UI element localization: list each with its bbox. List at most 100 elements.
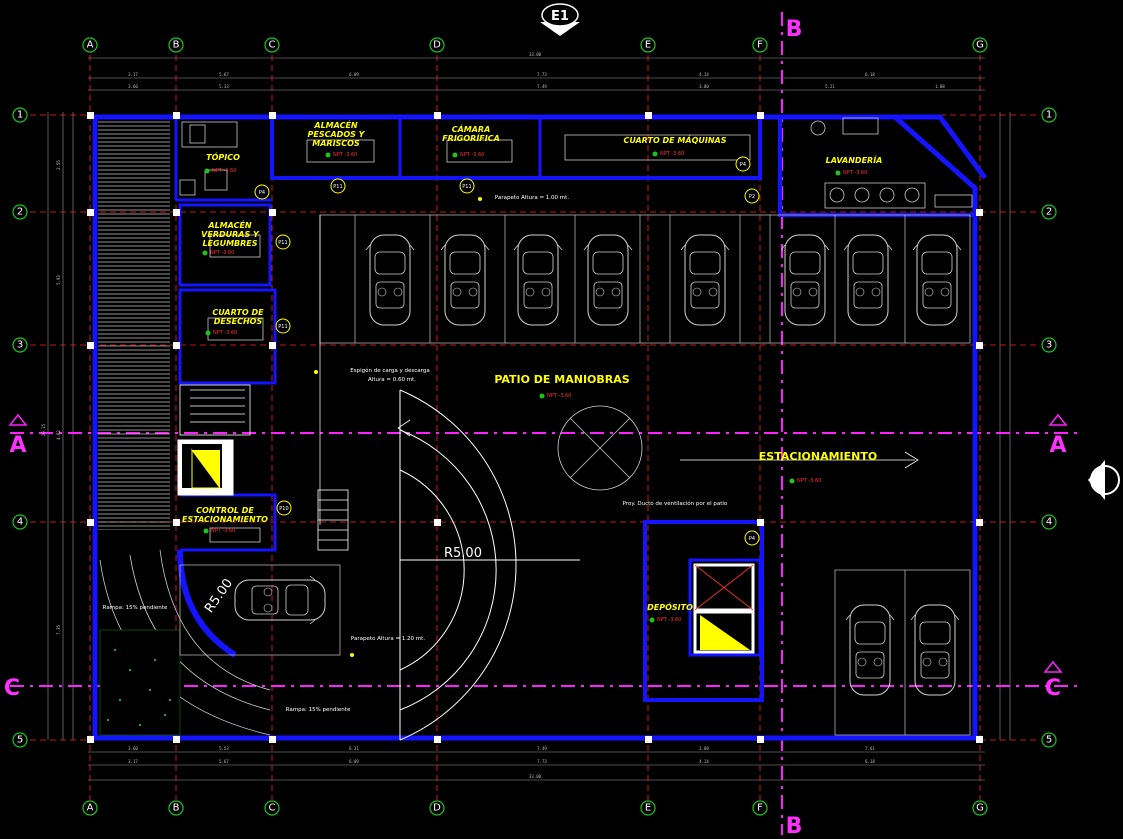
dim-text: 7.49: [537, 746, 547, 751]
level-label: NPT -3.60: [843, 170, 867, 176]
dim-text: 3.60: [128, 84, 138, 89]
dim-text: 5.53: [219, 746, 229, 751]
dim-text: 5.21: [825, 84, 835, 89]
door-tag: P4: [749, 536, 755, 542]
dim-text: 7.35: [56, 625, 61, 635]
dim-text: 6.18: [865, 72, 875, 77]
dim-text: 5.93: [56, 275, 61, 285]
dim-text: 5.67: [219, 72, 229, 77]
note-parapeto-top: Parapeto Altura = 1.00 mt.: [495, 195, 569, 201]
grid-label-3-left: 3: [17, 340, 23, 351]
radius-label-ramp: R5.00: [202, 576, 236, 616]
grid-label-B-bottom: B: [173, 803, 180, 814]
grid-bubbles-bottom: [82, 800, 988, 816]
level-label: NPT -3.60: [213, 330, 237, 336]
section-label-C-right: C: [1045, 676, 1061, 701]
dimension-texts: 33.00 3.17 5.67 6.09 7.73 4.14 6.18 3.60…: [41, 52, 945, 779]
level-label: NPT -3.60: [333, 152, 357, 158]
grid-label-C-top: C: [269, 40, 276, 51]
grid-label-4-right: 4: [1046, 517, 1052, 528]
dim-text: 1.88: [935, 84, 945, 89]
room-deposito: DEPÓSITO: [647, 601, 693, 612]
grid-label-D-top: D: [433, 40, 441, 51]
door-tag: P10: [279, 506, 288, 512]
level-label: NPT -3.60: [547, 393, 571, 399]
note-espigon-altura: Altura = 0.60 mt.: [368, 377, 416, 383]
section-label-B-bottom: B: [786, 814, 803, 839]
grid-label-A-bottom: A: [87, 803, 94, 814]
room-estacionamiento: ESTACIONAMIENTO: [759, 450, 877, 463]
section-label-C-left: C: [4, 676, 20, 701]
grid-label-G-bottom: G: [976, 803, 984, 814]
grid-label-2-left: 2: [17, 207, 23, 218]
level-label: NPT -3.60: [657, 617, 681, 623]
room-patio-maniobras: PATIO DE MANIOBRAS: [494, 373, 629, 386]
dim-text: 3.17: [128, 72, 138, 77]
section-label-B-top: B: [786, 17, 803, 42]
dim-text: 3.60: [128, 746, 138, 751]
dim-text: 6.18: [865, 759, 875, 764]
dim-text: 7.73: [537, 72, 547, 77]
dim-text: 33.00: [529, 52, 542, 57]
structural-columns: [87, 112, 983, 743]
dim-text: 6.09: [349, 72, 359, 77]
door-tags: P4 P11 P11 P4 P2 P11 P11 P10 P4: [254, 156, 760, 546]
grid-label-2-right: 2: [1046, 207, 1052, 218]
dim-text: 4.14: [699, 72, 709, 77]
grid-bubbles-top: [82, 37, 988, 53]
door-tag: P11: [462, 184, 471, 190]
grid-label-G-top: G: [976, 40, 984, 51]
planting-area: [99, 629, 181, 736]
section-label-A-left: A: [9, 433, 26, 458]
room-lavanderia: LAVANDERÍA: [826, 154, 883, 165]
grid-label-4-left: 4: [17, 517, 23, 528]
ramp-hatch: [98, 120, 170, 530]
dim-text: 2.55: [56, 160, 61, 170]
grid-bubbles-left: [12, 107, 28, 748]
note-parapeto-bottom: Parapeto Altura = 1.20 mt.: [351, 636, 425, 642]
grid-label-1-right: 1: [1046, 110, 1052, 121]
grid-label-3-right: 3: [1046, 340, 1052, 351]
section-markers: A A C C B B: [4, 17, 1068, 839]
grid-label-B-top: B: [173, 40, 180, 51]
level-label: NPT -3.60: [460, 152, 484, 158]
ventilation-duct: [557, 405, 643, 491]
level-label: NPT -3.60: [211, 528, 235, 534]
stairs: [179, 384, 349, 551]
dim-text: 7.49: [537, 84, 547, 89]
grid-label-F-top: F: [757, 40, 763, 51]
north-arrow-icon: [1088, 460, 1120, 500]
fixtures: [179, 117, 973, 543]
turning-arcs: [319, 215, 580, 741]
dim-text: 6.09: [349, 759, 359, 764]
dim-text: 4.82: [56, 430, 61, 440]
grid-label-A-top: A: [87, 40, 94, 51]
grid-label-E-bottom: E: [645, 803, 651, 814]
dim-text: 7.61: [865, 746, 875, 751]
elevator-shaft-left: [177, 439, 234, 496]
dim-text: 33.00: [529, 774, 542, 779]
grid-label-E-top: E: [645, 40, 651, 51]
section-label-A-right: A: [1049, 433, 1066, 458]
door-tag: P11: [333, 184, 342, 190]
dim-text: 20.15: [41, 423, 46, 436]
level-label: NPT -3.60: [660, 151, 684, 157]
dim-text: 4.14: [699, 759, 709, 764]
walls: [92, 114, 988, 741]
note-ducto: Proy. Ducto de ventilación por el patio: [623, 500, 728, 507]
room-topico: TÓPICO: [206, 151, 240, 162]
note-rampa-bottom: Rampa: 15% pendiente: [286, 707, 351, 713]
note-espigon: Espigón de carga y descarga: [350, 367, 429, 374]
elevator-shaft-deposito: [693, 563, 755, 654]
door-tag: P4: [740, 162, 746, 168]
elevation-marker: E1: [540, 3, 580, 36]
grid-label-1-left: 1: [17, 110, 23, 121]
level-label: NPT -3.60: [797, 478, 821, 484]
planting-dots: [107, 649, 171, 726]
note-rampa-top: Rampa: 15% pendiente: [103, 605, 168, 611]
